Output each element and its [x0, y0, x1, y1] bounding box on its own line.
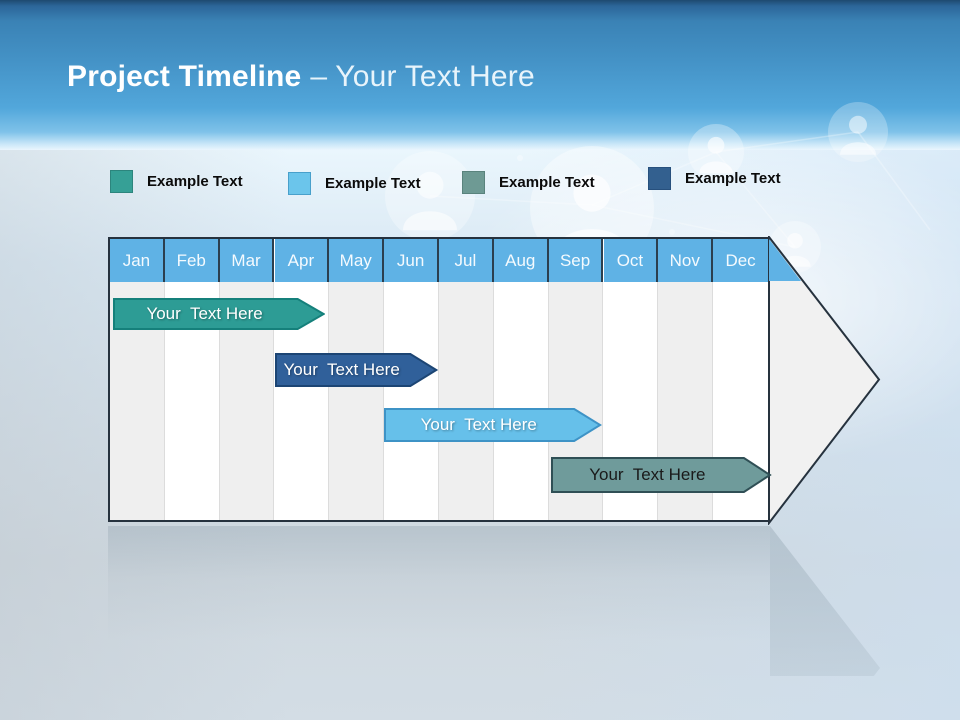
legend-color-swatch: [110, 170, 133, 193]
month-header-cell: Mar: [219, 239, 275, 282]
month-column: [384, 282, 439, 520]
timeline-bar-label: Your Text Here: [589, 465, 706, 484]
legend-color-swatch: [648, 167, 671, 190]
title-bold-part: Project Timeline: [67, 60, 302, 93]
legend-label: Example Text: [325, 175, 421, 192]
legend-color-swatch: [462, 171, 485, 194]
legend-item[interactable]: Example Text: [462, 171, 595, 194]
month-header-cell: Jun: [384, 239, 439, 282]
timeline-bar[interactable]: Your Text Here: [551, 457, 773, 494]
background-sky-gradient: [0, 0, 960, 150]
month-header-cell: Jan: [110, 239, 165, 282]
month-column: [493, 282, 549, 520]
month-header-cell: Jul: [439, 239, 494, 282]
timeline-bar-label: Your Text Here: [283, 360, 400, 379]
month-header-cell: Oct: [603, 239, 659, 282]
person-silhouette-icon: [828, 102, 888, 162]
month-header-cell: Dec: [713, 239, 768, 282]
person-silhouette-icon: [385, 151, 475, 241]
legend-label: Example Text: [147, 173, 243, 190]
legend-label: Example Text: [499, 174, 595, 191]
month-header-cell: Apr: [274, 239, 330, 282]
month-column: [329, 282, 385, 520]
month-column: [439, 282, 494, 520]
month-header-cell: Aug: [493, 239, 549, 282]
legend-item[interactable]: Example Text: [288, 172, 421, 195]
person-silhouette-icon: [688, 124, 744, 180]
title-placeholder-part: – Your Text Here: [310, 60, 535, 93]
month-header-cell: Sep: [548, 239, 604, 282]
legend-item[interactable]: Example Text: [648, 167, 781, 190]
month-header-cell: May: [329, 239, 385, 282]
page-title[interactable]: Project Timeline– Your Text Here: [67, 60, 535, 94]
month-header-cell: Nov: [658, 239, 714, 282]
table-reflection: [108, 526, 770, 641]
legend-item[interactable]: Example Text: [110, 170, 243, 193]
timeline-bar[interactable]: Your Text Here: [384, 408, 603, 443]
legend-color-swatch: [288, 172, 311, 195]
timeline-arrow-head: [768, 236, 881, 525]
month-header-cell: Feb: [164, 239, 220, 282]
timeline-bar-label: Your Text Here: [420, 415, 537, 434]
timeline-bar[interactable]: Your Text Here: [274, 353, 438, 388]
legend-label: Example Text: [685, 170, 781, 187]
arrow-reflection: [770, 526, 880, 676]
timeline-bar[interactable]: Your Text Here: [112, 298, 326, 331]
timeline-bar-label: Your Text Here: [146, 304, 263, 323]
